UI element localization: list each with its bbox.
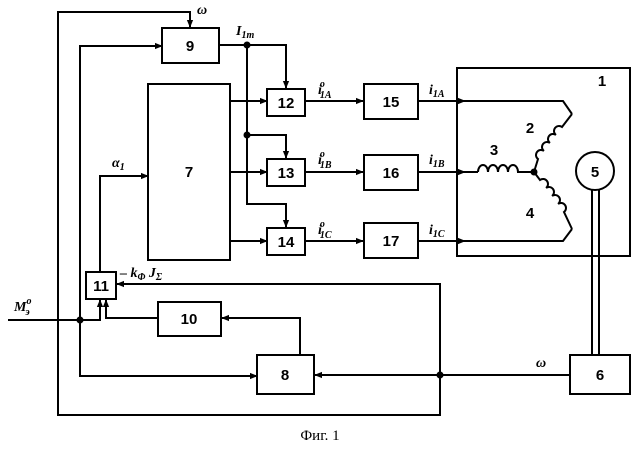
label-i1C-ref: io1C xyxy=(318,219,332,241)
label-winding-4: 4 xyxy=(526,205,535,222)
block-10: 10 xyxy=(158,302,221,336)
svg-text:5: 5 xyxy=(591,164,599,181)
svg-text:6: 6 xyxy=(596,367,604,384)
label-i1B-ref: io1B xyxy=(318,149,332,171)
svg-text:17: 17 xyxy=(383,233,400,250)
block-12: 12 xyxy=(267,89,305,116)
svg-text:7: 7 xyxy=(185,164,193,181)
block-14: 14 xyxy=(267,228,305,255)
label-i1A-ref: io1A xyxy=(318,79,332,101)
label-i1A: i1A xyxy=(429,83,445,100)
label-i1B: i1B xyxy=(429,153,445,170)
label-Me-ref: Moэ xyxy=(13,296,31,318)
block-11: 11 xyxy=(86,272,116,299)
svg-text:8: 8 xyxy=(281,367,289,384)
label-block-1: 1 xyxy=(598,73,606,90)
svg-text:12: 12 xyxy=(278,95,295,112)
label-i1C: i1C xyxy=(429,223,445,240)
label-omega-right: ω xyxy=(536,356,546,371)
svg-text:14: 14 xyxy=(278,234,295,251)
block-16: 16 xyxy=(364,155,418,190)
block-13: 13 xyxy=(267,159,305,186)
label-winding-3: 3 xyxy=(490,142,498,159)
svg-text:15: 15 xyxy=(383,94,400,111)
block-17: 17 xyxy=(364,223,418,258)
svg-text:16: 16 xyxy=(383,165,400,182)
svg-text:9: 9 xyxy=(186,38,194,55)
label-alpha1: α1 xyxy=(112,156,125,173)
label-I1m: I1m xyxy=(235,24,254,41)
block-5-rotor: 5 xyxy=(576,152,614,190)
block-7: 7 xyxy=(148,84,230,260)
label-winding-2: 2 xyxy=(526,120,534,137)
figure-caption: Фиг. 1 xyxy=(300,428,339,444)
block-9: 9 xyxy=(162,28,219,63)
svg-text:11: 11 xyxy=(93,278,109,295)
block-6: 6 xyxy=(570,355,630,394)
block-8: 8 xyxy=(257,355,314,394)
label-kJ-feedback: – kΦ JΣ xyxy=(119,266,163,283)
label-omega-top: ω xyxy=(197,3,207,18)
svg-text:13: 13 xyxy=(278,165,295,182)
junction-dots xyxy=(77,42,538,379)
svg-text:10: 10 xyxy=(181,311,198,328)
block-15: 15 xyxy=(364,84,418,119)
